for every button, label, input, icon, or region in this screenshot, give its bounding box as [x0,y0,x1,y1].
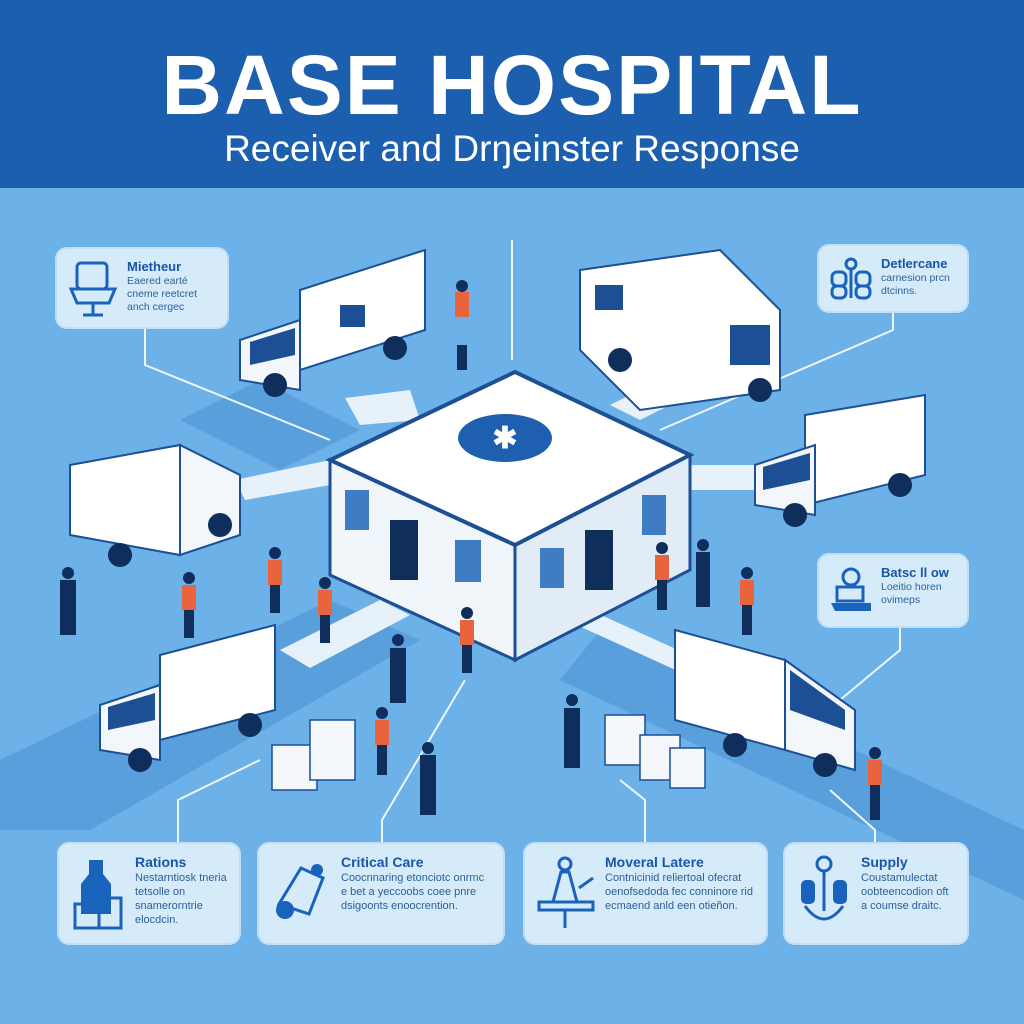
cylinders-icon [830,257,872,300]
card-title: Rations [135,854,187,870]
patient-bed-icon [831,567,871,611]
supplies-icon [73,860,123,930]
card-title: Moveral Latere [605,854,704,870]
ambulance [674,628,856,777]
tablet-stand-icon [68,261,118,317]
ambulance [579,248,781,412]
supply-carts [271,714,706,791]
callout-title: Mietheur [127,259,182,274]
callout-text: Loeitio horen ovimeps [881,581,942,606]
medical-kit-icon [276,864,325,919]
card-title: Supply [861,854,908,870]
staff-icon [801,855,847,921]
header-banner: BASE HOSPITAL Receiver and Drŋeinster Re… [0,0,1024,188]
card-title: Critical Care [341,854,424,870]
card-text: Coocnnaring etonciotc onrmc e bet a yecc… [341,872,485,912]
card-text: Nestarntiosk tneria tetsolle on snameror… [135,872,227,926]
walkways [235,380,770,672]
page-subtitle: Receiver and Drŋeinster Response [224,128,800,169]
callout-text: carnesion prcn dtcinns. [881,272,950,297]
callout-title: Detlercane [881,256,948,271]
svg-text:✱: ✱ [492,422,517,455]
page-title: BASE HOSPITAL [161,38,863,132]
connector-lines [144,240,901,842]
hospital-scene: ✱ [0,240,1024,900]
card-text: Contnicinid reliertoal ofecrat oenofsedo… [605,872,753,912]
ambulance [754,393,926,527]
staff-people [60,280,882,820]
callout-text: Eaered earté cneme reetcret anch cergec [127,275,198,313]
helipad-cross-icon [458,414,552,462]
ambulance [239,248,426,397]
callout-title: Batsc ll ow [881,565,949,580]
ambulance [99,623,276,772]
ambulance [69,443,241,567]
card-text: Coustamulectat oobteencodion oft a coums… [861,872,949,912]
hospital-building: ✱ [325,369,695,663]
ambulances [69,248,926,777]
stretcher-icon [537,856,595,928]
